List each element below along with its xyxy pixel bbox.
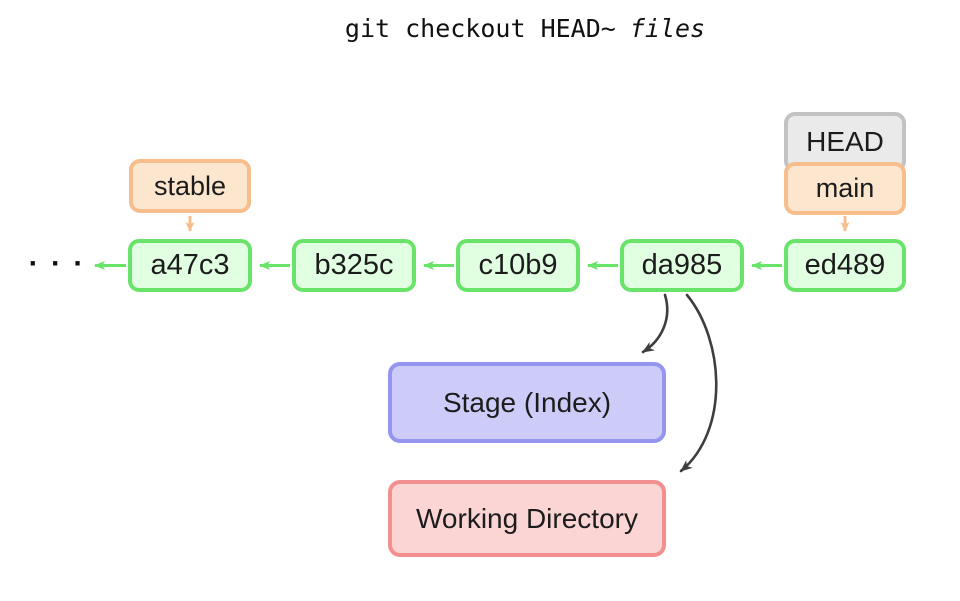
commit-node-c10b9: c10b9 — [456, 239, 580, 292]
commit-node-a47c3: a47c3 — [128, 239, 252, 292]
arrow-da985-to-working-directory — [679, 293, 718, 473]
branch-label-stable: stable — [129, 159, 251, 213]
commit-node-b325c: b325c — [292, 239, 416, 292]
commit-node-da985: da985 — [620, 239, 744, 292]
stage-index-box: Stage (Index) — [388, 362, 666, 443]
title-command: git checkout HEAD~ — [344, 14, 616, 43]
branch-label-main: main — [784, 162, 906, 215]
commit-node-ed489: ed489 — [784, 239, 906, 292]
working-directory-box: Working Directory — [388, 480, 666, 557]
title-argument: files — [629, 14, 706, 43]
history-ellipsis: · · · — [28, 247, 86, 280]
diagram-title: git checkout HEAD~ files — [345, 14, 705, 43]
arrow-da985-to-stage — [641, 293, 669, 354]
